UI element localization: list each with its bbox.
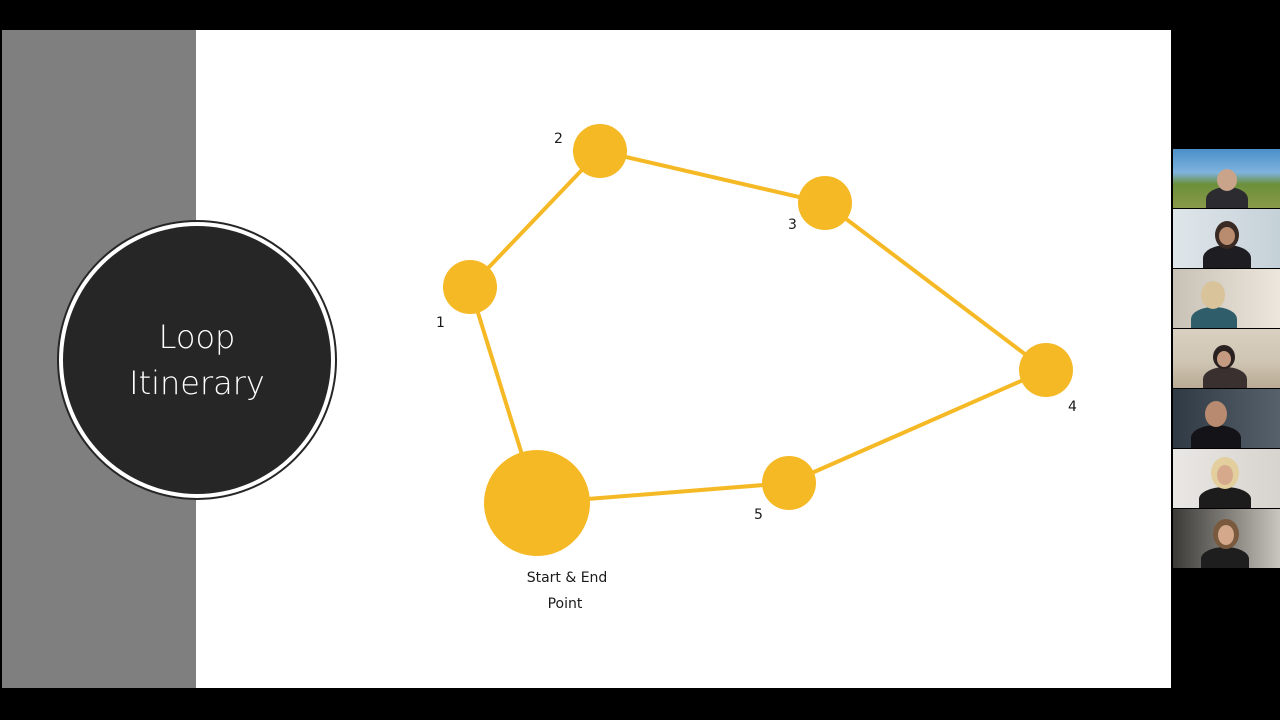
- edge-2-3: [599, 149, 826, 205]
- title-ring: Loop Itinerary: [57, 220, 337, 500]
- stop-1: [443, 260, 497, 314]
- slide-title-line2: Itinerary: [129, 364, 265, 402]
- start-end-label-line2: Point: [548, 596, 583, 612]
- edge-3-4: [823, 201, 1048, 372]
- participant-5-video[interactable]: [1173, 389, 1280, 449]
- loop-diagram: 1 2 3 4 5 Start & End Point: [436, 124, 1077, 612]
- stop-2-label: 2: [554, 131, 563, 147]
- stop-4: [1019, 343, 1073, 397]
- participant-6-video[interactable]: [1173, 449, 1280, 509]
- stop-4-label: 4: [1068, 399, 1077, 415]
- participant-gallery: [1173, 149, 1280, 569]
- title-circle: Loop Itinerary: [63, 226, 331, 494]
- participant-1-video[interactable]: [1173, 149, 1280, 209]
- stop-5-label: 5: [754, 507, 763, 523]
- participant-3-video[interactable]: [1173, 269, 1280, 329]
- participant-2-video[interactable]: [1173, 209, 1280, 269]
- edge-1-2: [468, 149, 602, 289]
- stop-3: [798, 176, 852, 230]
- stop-start-end: [484, 450, 590, 556]
- stop-2: [573, 124, 627, 178]
- loop-edges: [468, 149, 1048, 505]
- participant-4-video[interactable]: [1173, 329, 1280, 389]
- slide-title: Loop Itinerary: [97, 314, 297, 406]
- stop-1-label: 1: [436, 315, 445, 331]
- participant-7-video[interactable]: [1173, 509, 1280, 569]
- edge-4-5: [788, 368, 1047, 485]
- slide-title-line1: Loop: [158, 318, 236, 356]
- presentation-slide: Loop Itinerary 1: [2, 30, 1171, 688]
- loop-stops: [443, 124, 1073, 556]
- stop-3-label: 3: [788, 217, 797, 233]
- start-end-label-line1: Start & End: [527, 570, 608, 586]
- stop-5: [762, 456, 816, 510]
